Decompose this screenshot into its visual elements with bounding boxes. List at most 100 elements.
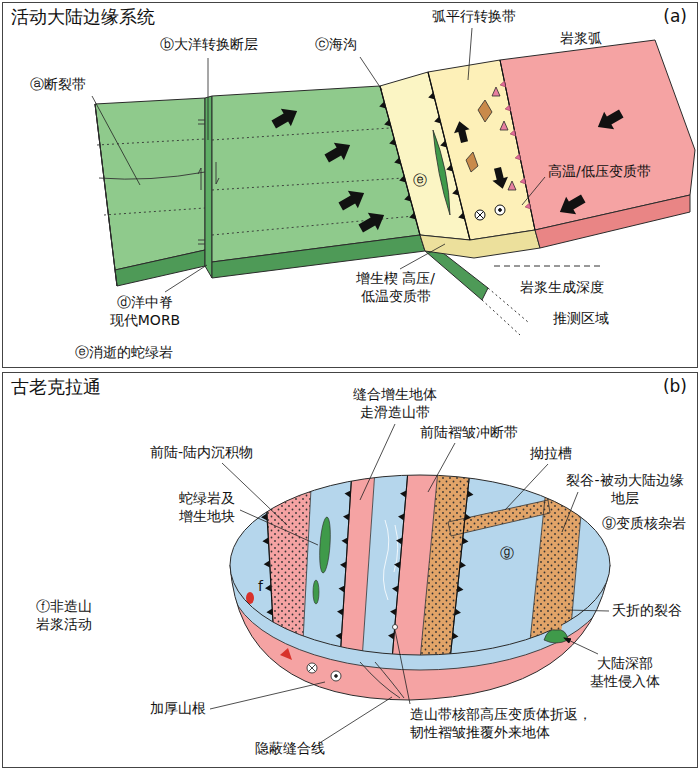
- motion-arrows: [336, 184, 369, 215]
- map-symbol-label: ⓖ: [500, 545, 514, 563]
- plate-isochrons: [104, 208, 205, 215]
- motion-arrows: [490, 166, 511, 191]
- fault-zone-lines: [198, 168, 201, 190]
- legend-note: ⓕ非造山 岩浆活动: [28, 598, 100, 633]
- leader-lines: [468, 28, 472, 80]
- wedge-inclusions: [500, 121, 508, 130]
- leader-lines: [564, 638, 598, 654]
- leader-lines: [522, 177, 545, 205]
- craton-surface: [362, 470, 375, 660]
- oceanic-plate: [95, 104, 117, 286]
- leader-lines: [360, 57, 382, 90]
- wedge-inclusions: [478, 100, 492, 122]
- callout-label: 前陆褶皱冲断带: [420, 424, 518, 442]
- suture-and-root: [375, 662, 404, 698]
- fault-zone-lines: [216, 162, 219, 184]
- panel-letter: (b): [663, 376, 687, 396]
- craton-surface: [528, 470, 585, 660]
- leader-lines: [566, 610, 609, 611]
- fault-zone-lines: [198, 120, 205, 124]
- panel-title: 活动大陆边缘系统: [11, 6, 155, 28]
- suture-and-root: [331, 671, 341, 681]
- wedge-inclusions: [492, 87, 500, 96]
- leader-lines: [395, 630, 410, 704]
- wedge-inclusions: [433, 130, 450, 215]
- callout-label: 岩浆生成深度: [520, 279, 604, 297]
- magmatic-arc: [535, 195, 690, 248]
- leader-lines: [240, 510, 318, 545]
- plate-isochrons: [212, 178, 404, 190]
- motion-symbols: [495, 205, 505, 215]
- oceanic-plate: [205, 96, 212, 278]
- magmatic-arc: [420, 230, 540, 258]
- leader-lines: [505, 464, 548, 510]
- callout-label: 高温/低压变质带: [548, 163, 651, 181]
- wedge-inclusions: [433, 87, 516, 215]
- leader-lines: [318, 697, 392, 744]
- craton-surface: [302, 470, 312, 660]
- callout-label: 裂谷-被动大陆边缘 地层: [560, 472, 690, 507]
- callout-label: 弧平行转换带: [432, 8, 516, 26]
- leader-lines: [165, 265, 207, 292]
- motion-symbols: [499, 209, 502, 212]
- motion-arrows: [269, 102, 302, 133]
- motion-arrows: [593, 105, 626, 136]
- callout-label: ⓒ海沟: [315, 36, 357, 54]
- leader-lines: [92, 28, 545, 292]
- craton-surface: [200, 470, 640, 660]
- thrust-teeth: [428, 72, 470, 240]
- craton-surface: [265, 470, 275, 660]
- suture-and-root: [309, 665, 316, 672]
- suture-and-root: [280, 648, 292, 660]
- craton-surface: [450, 470, 470, 660]
- plate-isochrons: [212, 216, 414, 235]
- callout-label: 岩浆弧: [560, 30, 602, 48]
- motion-symbols: [477, 212, 484, 219]
- plate-isochrons: [212, 128, 390, 140]
- aborted-rift: [544, 585, 568, 643]
- leader-lines: [428, 443, 455, 492]
- map-symbol-label: ⓔ: [413, 172, 427, 190]
- leader-lines: [92, 96, 140, 185]
- callout-label: 拗拉槽: [530, 445, 572, 463]
- fault-zone-lines: [99, 172, 205, 179]
- callout-label: ⓓ洋中脊 现代MORB: [100, 294, 190, 329]
- motion-arrows: [452, 119, 473, 144]
- craton-surface: [568, 470, 585, 660]
- legend-note: ⓔ消逝的蛇绿岩: [75, 344, 173, 362]
- wedge-inclusions: [508, 181, 516, 190]
- callout-label: 前陆-陆内沉积物: [150, 444, 253, 462]
- callout-label: 增生楔 高压/低温变质带: [338, 270, 453, 305]
- plate-isochrons: [97, 128, 414, 235]
- panel-title: 古老克拉通: [11, 376, 101, 398]
- craton-surface: [383, 520, 388, 600]
- plate-isochrons: [97, 139, 205, 145]
- suture-and-root: [307, 663, 317, 673]
- leader-lines: [562, 492, 578, 532]
- craton-surface: [392, 470, 408, 660]
- fault-zone-lines: [99, 120, 219, 244]
- callout-label: 缝合增生地体 走滑造山带: [345, 386, 445, 421]
- leader-lines: [210, 682, 325, 709]
- craton-surface: [240, 607, 246, 615]
- craton-surface: [318, 517, 332, 574]
- aborted-rift: [556, 585, 560, 632]
- aborted-rift: [556, 585, 560, 632]
- callout-label: 造山带核部高压变质体折返， 韧性褶皱推覆外来地体: [410, 706, 605, 741]
- fault-zone-lines: [198, 240, 205, 244]
- craton-surface: [420, 470, 438, 660]
- leader-lines: [400, 244, 445, 269]
- craton-surface: [265, 470, 275, 660]
- craton-surface: [392, 470, 408, 660]
- oceanic-plate: [115, 250, 205, 286]
- callout-label: ⓐ断裂带: [30, 76, 86, 94]
- motion-symbols: [475, 210, 485, 220]
- legend-note: ⓖ变质核杂岩: [602, 515, 686, 533]
- craton-surface: [313, 580, 319, 604]
- leader-lines: [360, 424, 395, 500]
- magmatic-arc: [420, 40, 695, 258]
- depth-lines: [494, 266, 600, 267]
